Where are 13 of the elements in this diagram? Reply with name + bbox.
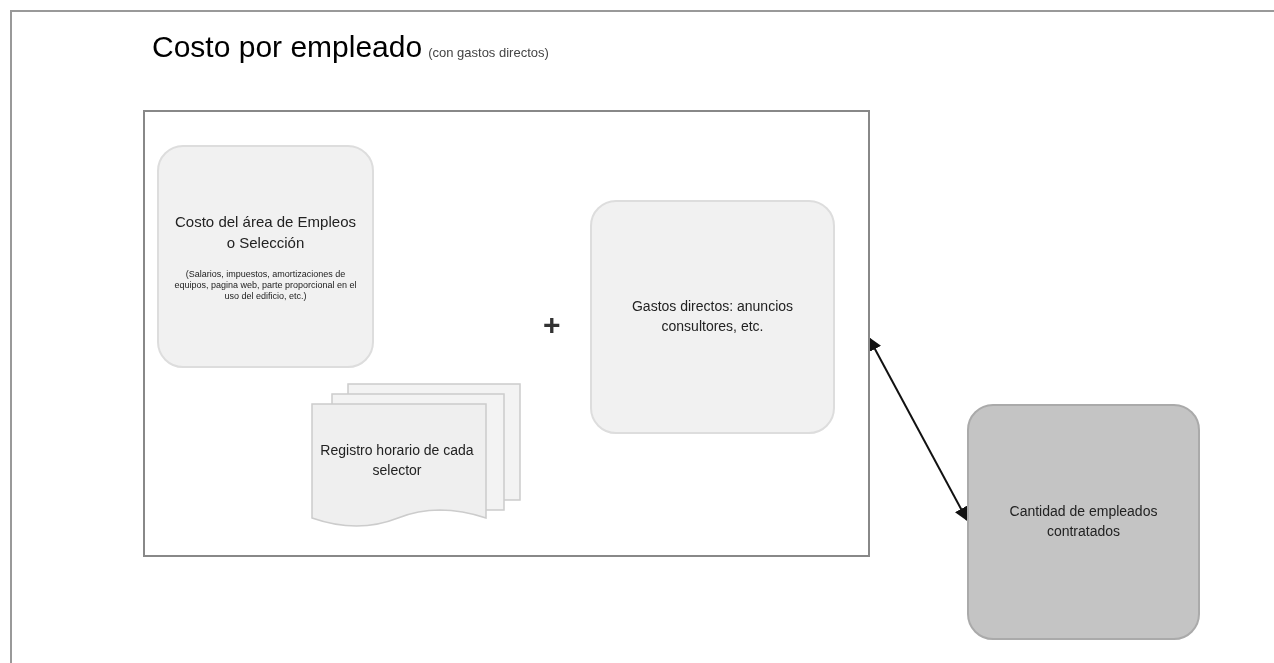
rounded-box — [590, 200, 835, 434]
title-subtitle: (con gastos directos) — [428, 45, 549, 60]
node-text: Cantidad de empleados contratados — [1008, 502, 1159, 541]
node-text: Gastos directos: anuncios consultores, etc. — [630, 297, 795, 336]
node-text: Registro horario de cada selector — [319, 441, 475, 480]
diagram-title: Costo por empleado — [152, 30, 423, 63]
plus-sign: + — [543, 308, 561, 342]
container-box — [143, 110, 870, 557]
document-stack — [308, 382, 522, 530]
node-note: (Salarios, impuestos, amortizaciones de equipos, pagina web, parte proporcional en el uso del edificio, etc.) — [173, 269, 358, 302]
rounded-box — [967, 404, 1200, 640]
node-text: Costo del área de Empleos o Selección — [174, 212, 357, 254]
rounded-box — [157, 145, 374, 368]
